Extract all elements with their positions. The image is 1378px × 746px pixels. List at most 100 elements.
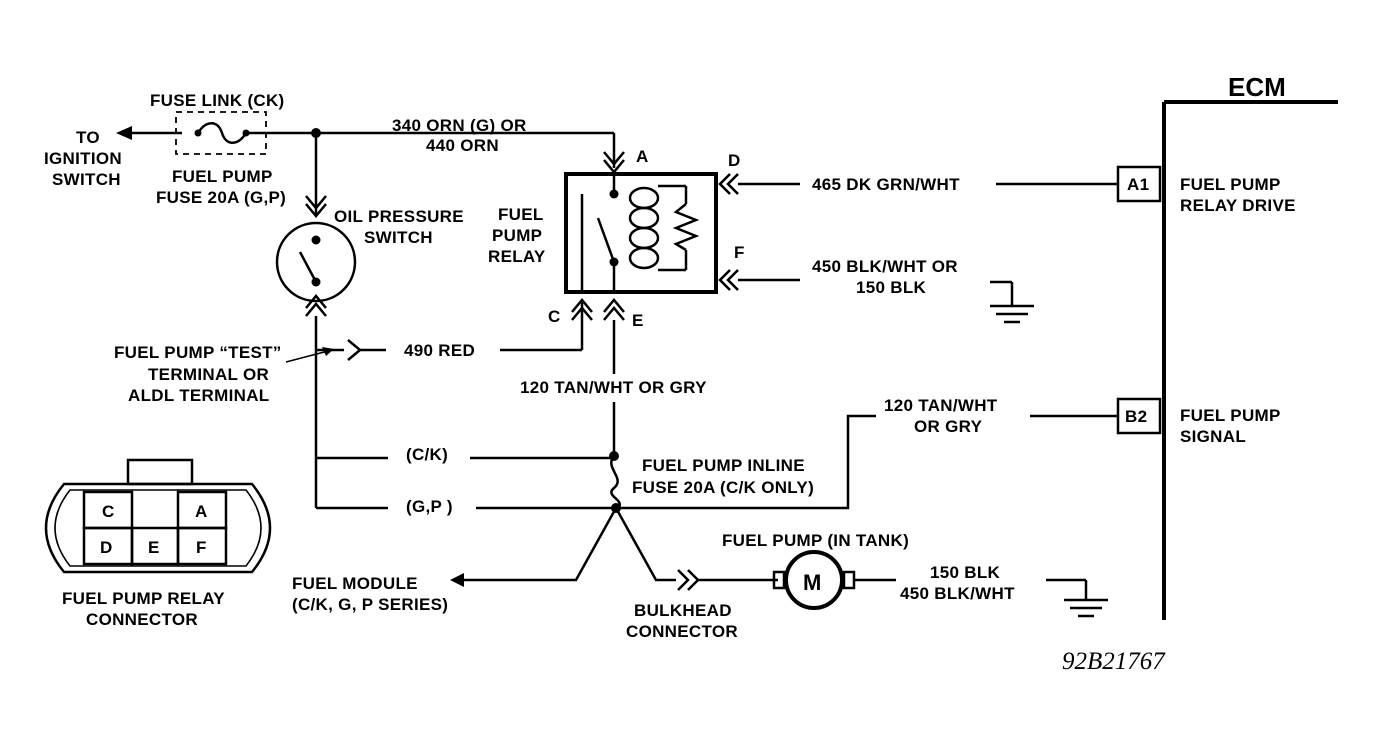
wire-340-label-2: 440 ORN bbox=[426, 136, 499, 155]
fuel-pump-relay: FUEL PUMP RELAY D F C E bbox=[488, 151, 745, 330]
ground-icon-pump bbox=[1046, 578, 1108, 618]
wire-120-right-label-1: 120 TAN/WHT bbox=[884, 396, 998, 415]
oil-switch-body-icon bbox=[275, 221, 357, 303]
test-terminal-label-3: ALDL TERMINAL bbox=[128, 386, 269, 405]
connector-outline bbox=[44, 482, 272, 574]
relay-label-3: RELAY bbox=[488, 247, 546, 266]
connector-inner-outline bbox=[54, 489, 262, 567]
connector-label-f: F bbox=[196, 538, 207, 557]
ecm-a1-label-1: FUEL PUMP bbox=[1180, 175, 1281, 194]
wire-465-label: 465 DK GRN/WHT bbox=[812, 175, 960, 194]
fuel-pump-title: FUEL PUMP (IN TANK) bbox=[722, 531, 909, 550]
test-terminal-connector-icon bbox=[347, 339, 362, 361]
ecm-pin-a1: A1 bbox=[1127, 175, 1149, 194]
relay-pin-d: D bbox=[728, 151, 741, 170]
fuel-pump-fuse-label-1: FUEL PUMP bbox=[172, 167, 273, 186]
test-terminal-group: FUEL PUMP “TEST” TERMINAL OR ALDL TERMIN… bbox=[114, 300, 584, 405]
pin-c-connector-icon bbox=[571, 298, 593, 321]
oil-switch-contact-top bbox=[311, 235, 321, 245]
relay-pin-a: A bbox=[636, 147, 649, 166]
test-terminal-label-2: TERMINAL OR bbox=[148, 365, 269, 384]
relay-resistor-icon bbox=[672, 203, 700, 252]
fuel-module-label-1: FUEL MODULE bbox=[292, 574, 418, 593]
connector-label-d: D bbox=[100, 538, 113, 557]
connector-label-e: E bbox=[148, 538, 160, 557]
fuel-pump-fuse-label-2: FUSE 20A (G,P) bbox=[156, 188, 286, 207]
wire-150-label-2: 450 BLK/WHT bbox=[900, 584, 1015, 603]
branch-gp-label: (G,P ) bbox=[406, 497, 453, 516]
bulkhead-label-2: CONNECTOR bbox=[626, 622, 738, 641]
to-ignition-label-3: SWITCH bbox=[52, 170, 121, 189]
wire-120-right-label-2: OR GRY bbox=[914, 417, 983, 436]
to-ignition-label-1: TO bbox=[76, 128, 100, 147]
fuse-link-group: FUSE LINK (CK) TO IGNITION SWITCH FUEL P… bbox=[44, 91, 560, 207]
inline-fuse-label-2: FUSE 20A (C/K ONLY) bbox=[632, 478, 814, 497]
relay-coil-icon bbox=[628, 184, 700, 272]
ecm-pin-b2-box bbox=[1116, 397, 1162, 435]
relay-connector-face: C A D E F FUEL PUMP RELAY CONNECTOR bbox=[44, 458, 272, 629]
figure-id: 92B21767 bbox=[1062, 648, 1166, 675]
fuel-module-label-2: (C/K, G, P SERIES) bbox=[292, 595, 448, 614]
to-ignition-label-2: IGNITION bbox=[44, 149, 122, 168]
connector-label-a: A bbox=[195, 502, 208, 521]
fuel-pump-motor-icon bbox=[784, 550, 844, 610]
pin-e-connector-icon bbox=[603, 298, 625, 321]
relay-pin-c: C bbox=[548, 307, 561, 326]
wire-450-group: 450 BLK/WHT OR 150 BLK bbox=[738, 257, 1034, 324]
ecm-b2-label-2: SIGNAL bbox=[1180, 427, 1246, 446]
fuel-module-wire bbox=[458, 507, 618, 582]
wire-120-center-label: 120 TAN/WHT OR GRY bbox=[520, 378, 707, 397]
wire-120-group: 120 TAN/WHT OR GRY FUEL PUMP INLINE FUSE… bbox=[520, 320, 1281, 513]
connector-label-c: C bbox=[102, 502, 115, 521]
connector-cell-f bbox=[176, 526, 228, 566]
oil-pressure-switch: OIL PRESSURE SWITCH bbox=[275, 133, 464, 508]
ecm-pin-b2: B2 bbox=[1125, 407, 1147, 426]
ecm-pin-a1-box bbox=[1116, 165, 1162, 203]
oil-switch-label-2: SWITCH bbox=[364, 228, 433, 247]
bulkhead-wire bbox=[614, 507, 676, 582]
oil-switch-label-1: OIL PRESSURE bbox=[334, 207, 464, 226]
oil-switch-blade bbox=[298, 251, 318, 283]
relay-label-2: PUMP bbox=[492, 226, 542, 245]
fuse-link-title: FUSE LINK (CK) bbox=[150, 91, 285, 110]
wire-450-label-2: 150 BLK bbox=[856, 278, 927, 297]
inline-fuse-label-1: FUEL PUMP INLINE bbox=[642, 456, 805, 475]
oil-switch-bottom-connector-icon bbox=[305, 294, 327, 317]
wire-340-label-1: 340 ORN (G) OR bbox=[392, 116, 527, 135]
wire-150-label-1: 150 BLK bbox=[930, 563, 1001, 582]
ecm-b2-label-1: FUEL PUMP bbox=[1180, 406, 1281, 425]
inline-fuse-icon bbox=[610, 455, 621, 509]
fuel-module-arrow-icon bbox=[450, 573, 464, 587]
branch-group: (C/K) (G,P ) bbox=[316, 445, 616, 516]
wire-450-label-1: 450 BLK/WHT OR bbox=[812, 257, 958, 276]
branch-ck-label: (C/K) bbox=[406, 445, 448, 464]
wire-490-label: 490 RED bbox=[404, 341, 475, 360]
ground-icon-relay bbox=[990, 280, 1034, 324]
connector-latch bbox=[126, 458, 194, 486]
fuse-symbol-icon bbox=[196, 122, 248, 144]
wire-465-group: 465 DK GRN/WHT A1 FUEL PUMP RELAY DRIVE bbox=[738, 165, 1296, 215]
connector-caption-2: CONNECTOR bbox=[86, 610, 198, 629]
test-terminal-label-1: FUEL PUMP “TEST” bbox=[114, 343, 282, 362]
pin-f-connector-icon bbox=[718, 269, 739, 291]
fuel-module-group: FUEL MODULE (C/K, G, P SERIES) BULKHEAD … bbox=[292, 507, 778, 641]
ecm-block: ECM bbox=[1162, 72, 1338, 620]
fuel-pump-group: FUEL PUMP (IN TANK) M 150 BLK 450 BLK/WH… bbox=[722, 531, 1108, 618]
fuse-dot-left bbox=[194, 129, 202, 137]
connector-caption-1: FUEL PUMP RELAY bbox=[62, 589, 225, 608]
pin-d-connector-icon bbox=[718, 173, 739, 195]
fuel-pump-motor-symbol: M bbox=[803, 570, 821, 595]
bulkhead-connector-icon bbox=[677, 569, 700, 591]
wire-340-group: 340 ORN (G) OR 440 ORN A bbox=[392, 116, 649, 174]
relay-pin-f: F bbox=[734, 243, 745, 262]
ecm-title: ECM bbox=[1228, 72, 1286, 102]
ignition-arrow-icon bbox=[116, 126, 132, 140]
ecm-a1-label-2: RELAY DRIVE bbox=[1180, 196, 1296, 215]
relay-pin-e: E bbox=[632, 311, 644, 330]
wire-120-right-route bbox=[616, 414, 876, 510]
relay-switch-blade bbox=[596, 217, 616, 263]
bulkhead-label-1: BULKHEAD bbox=[634, 601, 732, 620]
relay-box bbox=[564, 172, 718, 294]
